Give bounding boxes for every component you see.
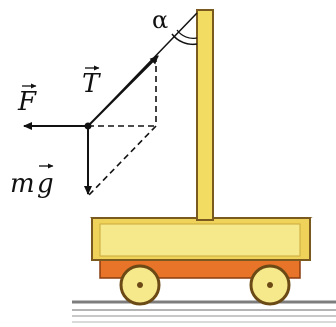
cart-mast xyxy=(196,9,214,221)
force-label: F xyxy=(17,83,37,117)
cart-wheel-right xyxy=(249,264,291,306)
force-parallelogram xyxy=(87,56,157,197)
weight-label: m g xyxy=(10,163,54,199)
cart-wheel-left xyxy=(119,264,161,306)
svg-text:g: g xyxy=(37,169,54,199)
svg-text:T: T xyxy=(82,69,101,99)
svg-text:m: m xyxy=(10,169,35,199)
angle-label: α xyxy=(152,6,168,34)
angle-arc-inner xyxy=(176,29,198,39)
tension-vector xyxy=(87,55,159,127)
angle-arc xyxy=(171,33,198,46)
svg-text:F: F xyxy=(17,87,37,117)
suspended-ball xyxy=(84,122,92,130)
tension-label: T xyxy=(82,65,101,99)
ground-rails xyxy=(72,300,336,323)
cart-body xyxy=(89,217,313,261)
